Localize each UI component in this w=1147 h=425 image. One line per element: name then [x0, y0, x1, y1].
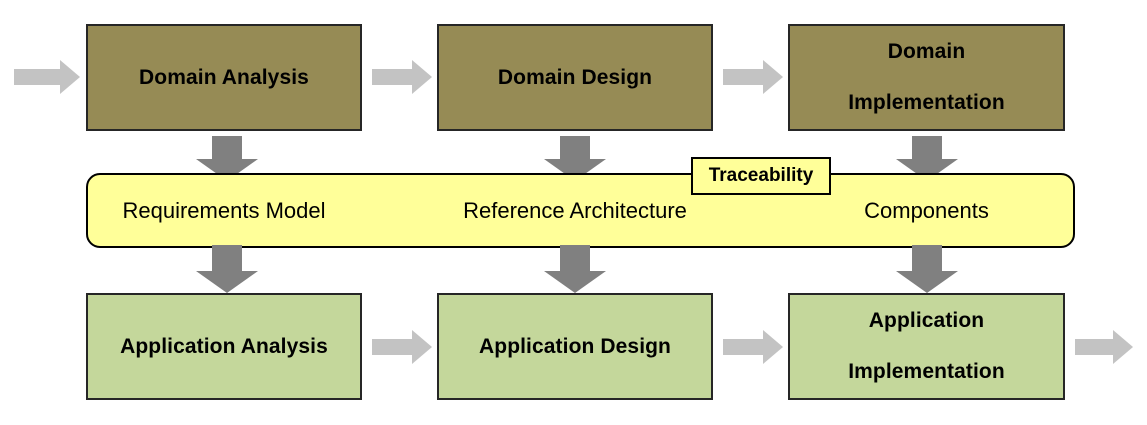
arrow-head	[196, 271, 258, 293]
arrow-head	[1113, 330, 1133, 364]
box-domain-analysis[interactable]: Domain Analysis	[86, 24, 362, 131]
box-label: Application Analysis	[120, 334, 328, 358]
box-label-line2: Implementation	[848, 360, 1005, 384]
box-label: Domain Design	[497, 65, 653, 89]
arrow-shaft	[912, 136, 942, 159]
arrow-shaft	[14, 69, 60, 85]
box-label: Application Design	[479, 334, 671, 358]
arrow-app-analysis-to-design	[372, 330, 432, 364]
traceability-tag[interactable]: Traceability	[691, 157, 831, 195]
artifact-reference-architecture: Reference Architecture	[437, 173, 713, 248]
artifact-label-text: Components	[864, 197, 989, 223]
traceability-label: Traceability	[708, 165, 814, 186]
arrow-head	[763, 60, 783, 94]
box-label: Application Implementation	[836, 308, 1017, 385]
arrow-shaft	[560, 136, 590, 159]
arrow-app-design-to-impl	[723, 330, 783, 364]
box-domain-design[interactable]: Domain Design	[437, 24, 713, 131]
box-application-analysis[interactable]: Application Analysis	[86, 293, 362, 400]
arrow-shaft	[372, 69, 412, 85]
artifact-label-text: Requirements Model	[122, 197, 326, 223]
box-domain-implementation[interactable]: Domain Implementation	[788, 24, 1065, 131]
arrow-shaft	[372, 339, 412, 355]
arrow-head	[896, 271, 958, 293]
arrow-shaft	[1075, 339, 1113, 355]
arrow-shaft	[723, 339, 763, 355]
box-label-line2: Implementation	[848, 91, 1005, 115]
arrow-requirements-to-app-analysis	[196, 245, 258, 293]
arrow-app-output	[1075, 330, 1133, 364]
arrow-head	[60, 60, 80, 94]
arrow-shaft	[560, 245, 590, 271]
arrow-components-to-app-impl	[896, 245, 958, 293]
box-application-design[interactable]: Application Design	[437, 293, 713, 400]
arrow-shaft	[723, 69, 763, 85]
arrow-domain-design-to-impl	[723, 60, 783, 94]
arrow-shaft	[212, 136, 242, 159]
artifact-label-text: Reference Architecture	[463, 197, 687, 223]
box-application-implementation[interactable]: Application Implementation	[788, 293, 1065, 400]
box-label: Domain Implementation	[836, 39, 1017, 116]
arrow-shaft	[212, 245, 242, 271]
artifact-requirements-model: Requirements Model	[86, 173, 362, 248]
artifact-components: Components	[788, 173, 1065, 248]
arrow-shaft	[912, 245, 942, 271]
arrow-head	[544, 271, 606, 293]
arrow-head	[412, 60, 432, 94]
box-label: Domain Analysis	[139, 65, 309, 89]
box-label-line1: Application	[868, 309, 985, 333]
arrow-architecture-to-app-design	[544, 245, 606, 293]
arrow-head	[412, 330, 432, 364]
arrow-input-domain	[14, 60, 80, 94]
box-label-line1: Domain	[887, 40, 966, 64]
arrow-head	[763, 330, 783, 364]
arrow-domain-analysis-to-design	[372, 60, 432, 94]
